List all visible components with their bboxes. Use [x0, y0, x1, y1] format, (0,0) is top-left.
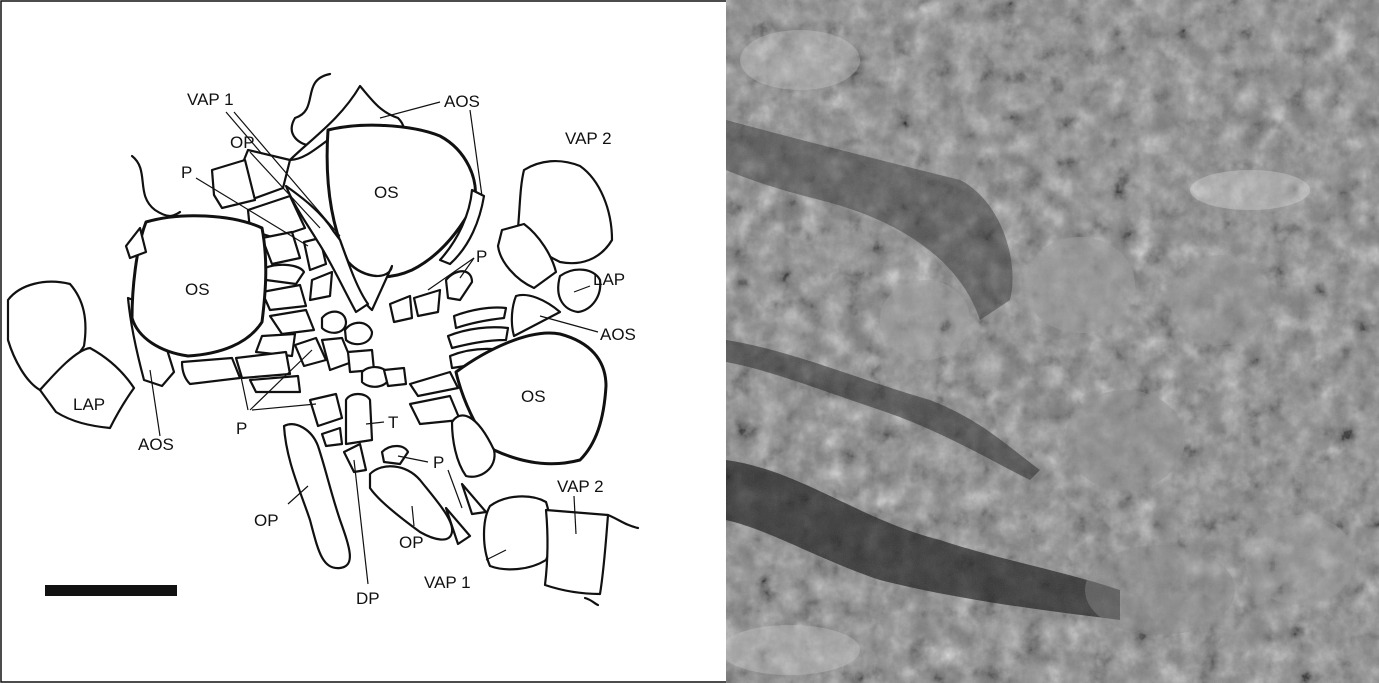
label-aos-left: AOS — [138, 435, 174, 454]
label-os-center: OS — [374, 183, 399, 202]
label-op-bottom-left: OP — [254, 511, 279, 530]
label-dp-bottom: DP — [356, 589, 380, 608]
plate-t — [346, 394, 372, 444]
photo-grain — [726, 0, 1379, 683]
plate-vap1-bottom — [484, 496, 551, 569]
label-p-left: P — [181, 163, 192, 182]
scale-bar — [45, 585, 177, 596]
label-lap-right: LAP — [593, 270, 625, 289]
label-os-left: OS — [185, 280, 210, 299]
plate-center-oval-1 — [322, 312, 346, 333]
label-p-bottom-left: P — [236, 419, 247, 438]
plate-center-oval-2 — [345, 323, 372, 344]
plate-left-8 — [182, 358, 240, 384]
plate-left-4 — [265, 265, 304, 284]
label-op-top: OP — [230, 133, 255, 152]
plate-left-10 — [250, 376, 300, 392]
photo-panel — [720, 0, 1379, 683]
label-op-bottom: OP — [399, 533, 424, 552]
label-aos-top: AOS — [444, 92, 480, 111]
label-aos-right: AOS — [600, 325, 636, 344]
label-vap2-top: VAP 2 — [565, 129, 612, 148]
plate-center-7 — [384, 368, 406, 386]
label-p-bottom: P — [433, 453, 444, 472]
plate-vap2-bottom — [545, 510, 608, 594]
label-vap1-bottom: VAP 1 — [424, 573, 471, 592]
label-lap-left: LAP — [73, 395, 105, 414]
label-vap2-bottom: VAP 2 — [557, 477, 604, 496]
label-os-right: OS — [521, 387, 546, 406]
label-vap1-top: VAP 1 — [187, 90, 234, 109]
label-t-center: T — [388, 413, 398, 432]
label-p-right: P — [476, 247, 487, 266]
